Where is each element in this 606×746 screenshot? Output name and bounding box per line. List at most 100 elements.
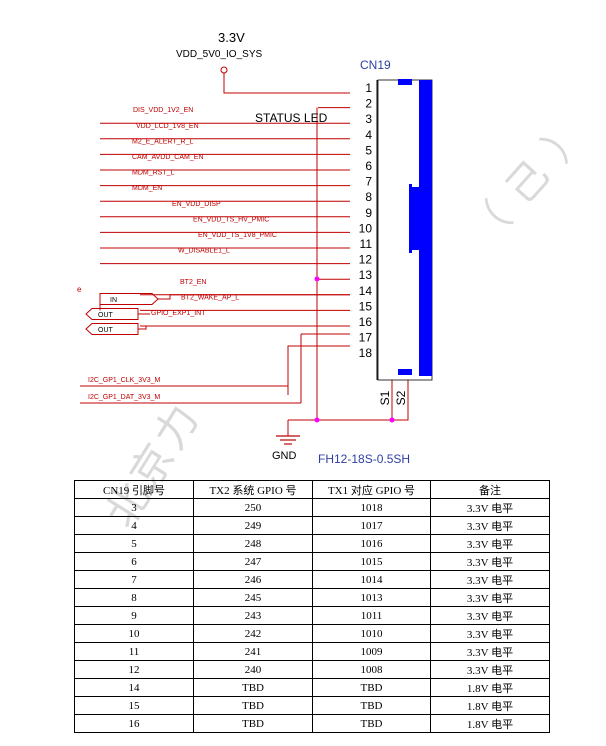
table-cell: 249 xyxy=(193,516,313,535)
table-cell: 3.3V 电平 xyxy=(430,570,550,589)
table-cell: 245 xyxy=(193,588,313,607)
status-led-label: STATUS LED xyxy=(255,111,328,125)
header-remark: 备注 xyxy=(430,480,550,499)
table-cell: 1018 xyxy=(312,498,431,517)
table-cell: 250 xyxy=(193,498,313,517)
stray-mark: e xyxy=(77,285,82,294)
table-cell: 6 xyxy=(74,552,194,571)
i2c-net-label: I2C_GP1_DAT_3V3_M xyxy=(88,394,160,401)
schematic-diagram: DIS_VDD_1V2_ENVDD_LCD_1V8_ENM2_E_ALERT_R… xyxy=(77,30,433,466)
junction-dot xyxy=(389,417,395,423)
table-cell: 9 xyxy=(74,606,194,625)
net-label: CAM_AVDD_CAM_EN xyxy=(132,154,203,161)
port-label: IN xyxy=(110,297,117,304)
table-cell: 1013 xyxy=(312,588,431,607)
header-tx2-gpio: TX2 系统 GPIO 号 xyxy=(193,480,313,499)
pin-number: 12 xyxy=(359,253,373,267)
pin-number: 17 xyxy=(359,331,373,345)
table-cell: 1.8V 电平 xyxy=(430,678,550,697)
port-label: OUT xyxy=(98,312,114,319)
table-cell: 3.3V 电平 xyxy=(430,588,550,607)
net-label: GPIO_EXP1_INT xyxy=(151,310,206,317)
net-label: BT2_EN xyxy=(180,279,206,286)
table-cell: 10 xyxy=(74,624,194,643)
table-cell: TBD xyxy=(312,696,431,715)
table-cell: 11 xyxy=(74,642,194,661)
connector-part-label: FH12-18S-0.5SH xyxy=(318,452,410,466)
pin-number: 4 xyxy=(365,128,372,142)
table-cell: 14 xyxy=(74,678,194,697)
pin-number: 10 xyxy=(359,221,373,235)
table-cell: 3.3V 电平 xyxy=(430,660,550,679)
table-cell: 1016 xyxy=(312,534,431,553)
header-cn19-pin: CN19 引脚号 xyxy=(74,480,194,499)
pin-number: 3 xyxy=(365,112,372,126)
net-label: MDM_RST_L xyxy=(132,170,175,177)
table-cell: 1010 xyxy=(312,624,431,643)
table-cell: 3.3V 电平 xyxy=(430,552,550,571)
table-cell: 243 xyxy=(193,606,313,625)
table-cell: 3.3V 电平 xyxy=(430,516,550,535)
table-cell: TBD xyxy=(193,678,313,697)
pin-number: 9 xyxy=(365,206,372,220)
misc-symbols xyxy=(220,66,395,445)
pin-number: 2 xyxy=(365,97,372,111)
table-cell: 5 xyxy=(74,534,194,553)
connector-ref-label: CN19 xyxy=(360,58,391,72)
connector-mid-block xyxy=(409,187,419,250)
net-label: W_DISABLE1_L xyxy=(178,248,230,255)
table-cell: 3.3V 电平 xyxy=(430,498,550,517)
connector-top-tab xyxy=(398,79,412,85)
port-symbol xyxy=(85,308,139,320)
table-cell: 1017 xyxy=(312,516,431,535)
junction-dot xyxy=(314,276,320,282)
table-cell: 1008 xyxy=(312,660,431,679)
wire-port-in xyxy=(158,294,350,300)
pin-number: 8 xyxy=(365,190,372,204)
wire-ground xyxy=(288,380,409,421)
net-label: DIS_VDD_1V2_EN xyxy=(133,107,193,114)
net-label: EN_VDD_DISP xyxy=(172,201,221,208)
table-cell: TBD xyxy=(312,678,431,697)
table-cell: 4 xyxy=(74,516,194,535)
table-cell: 246 xyxy=(193,570,313,589)
pin-number: 18 xyxy=(359,346,373,360)
port-symbol xyxy=(99,293,159,305)
net-label: MDM_EN xyxy=(132,185,162,192)
wire-port-out2 xyxy=(138,326,147,330)
pin-number: 7 xyxy=(365,175,372,189)
i2c-net-label: I2C_GP1_CLK_3V3_M xyxy=(88,377,161,384)
shield-label: S1 xyxy=(378,390,392,405)
ground-label: GND xyxy=(272,450,297,462)
table-cell: 248 xyxy=(193,534,313,553)
table-cell: 1.8V 电平 xyxy=(430,696,550,715)
net-label: BT2_WAKE_AP_L xyxy=(181,294,239,301)
header-tx1-gpio: TX1 对应 GPIO 号 xyxy=(312,480,431,499)
table-cell: 3.3V 电平 xyxy=(430,624,550,643)
schematic-texts: 3.3V VDD_5V0_IO_SYS CN19 STATUS LED GND … xyxy=(77,30,410,466)
table-cell: 3.3V 电平 xyxy=(430,534,550,553)
pin-number: 6 xyxy=(365,159,372,173)
table-cell: TBD xyxy=(312,714,431,733)
wire-pin1 xyxy=(223,73,350,94)
table-cell: 240 xyxy=(193,660,313,679)
wires xyxy=(80,73,409,436)
table-cell: 1015 xyxy=(312,552,431,571)
table-cell: 1.8V 电平 xyxy=(430,714,550,733)
table-cell: 1009 xyxy=(312,642,431,661)
table-cell: 247 xyxy=(193,552,313,571)
net-label: VDD_LCD_1V8_EN xyxy=(136,123,199,130)
power-symbol xyxy=(220,66,228,74)
pin-number: 13 xyxy=(359,268,373,282)
table-cell: 1014 xyxy=(312,570,431,589)
table-cell: 241 xyxy=(193,642,313,661)
pin-number: 1 xyxy=(365,81,372,95)
